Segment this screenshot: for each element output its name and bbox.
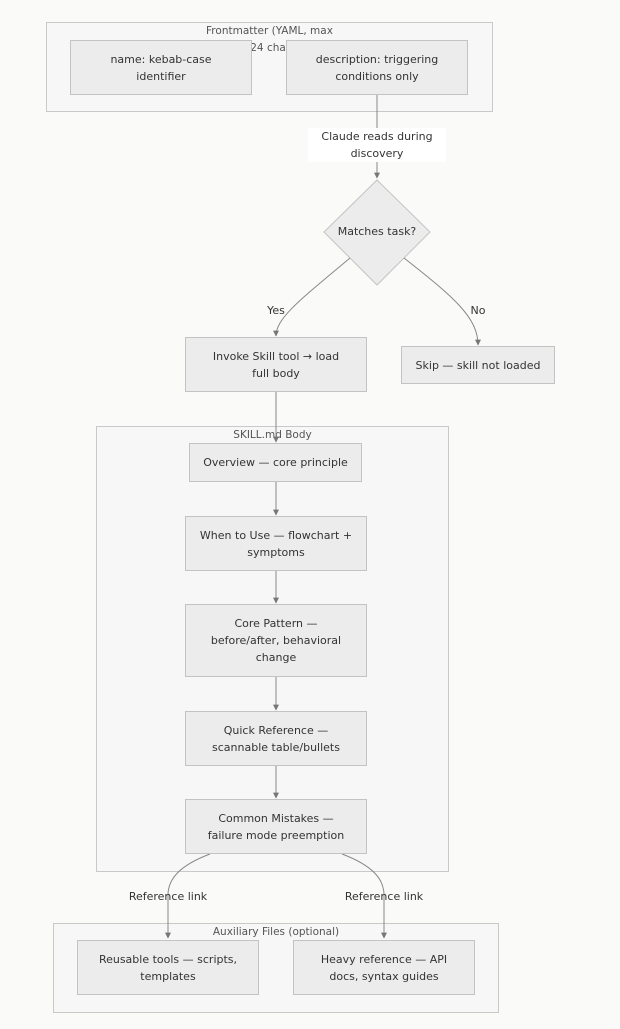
edge-reference-right: [341, 853, 387, 939]
description-node: description: triggering conditions only: [286, 40, 468, 95]
heavy-reference-node: Heavy reference — API docs, syntax guide…: [293, 940, 475, 995]
discovery-edge-label: Claude reads during discovery: [308, 128, 446, 162]
common-mistakes-node: Common Mistakes — failure mode preemptio…: [185, 799, 367, 854]
no-edge-label: No: [470, 304, 486, 317]
reusable-tools-node: Reusable tools — scripts, templates: [77, 940, 259, 995]
yes-edge-label: Yes: [267, 304, 285, 317]
edge-decision-yes: [273, 257, 351, 337]
skill-body-cluster-title: SKILL.md Body: [233, 429, 312, 441]
overview-node: Overview — core principle: [189, 443, 362, 482]
when-to-use-node: When to Use — flowchart + symptoms: [185, 516, 367, 571]
auxiliary-cluster-title: Auxiliary Files (optional): [212, 926, 340, 938]
edge-reference-left: [165, 853, 211, 939]
frontmatter-cluster-title: Frontmatter (YAML, max: [206, 25, 333, 37]
skip-node: Skip — skill not loaded: [401, 346, 555, 384]
name-node: name: kebab-case identifier: [70, 40, 252, 95]
quick-reference-node: Quick Reference — scannable table/bullet…: [185, 711, 367, 766]
reference-link-left-label: Reference link: [128, 890, 208, 903]
frontmatter-cluster-title-overflow: 24 chai: [250, 42, 289, 54]
decision-diamond: [323, 179, 431, 286]
decision-label: Matches task?: [337, 225, 417, 238]
invoke-skill-node: Invoke Skill tool → load full body: [185, 337, 367, 392]
core-pattern-node: Core Pattern — before/after, behavioral …: [185, 604, 367, 677]
edge-decision-no: [403, 257, 481, 346]
reference-link-right-label: Reference link: [344, 890, 424, 903]
